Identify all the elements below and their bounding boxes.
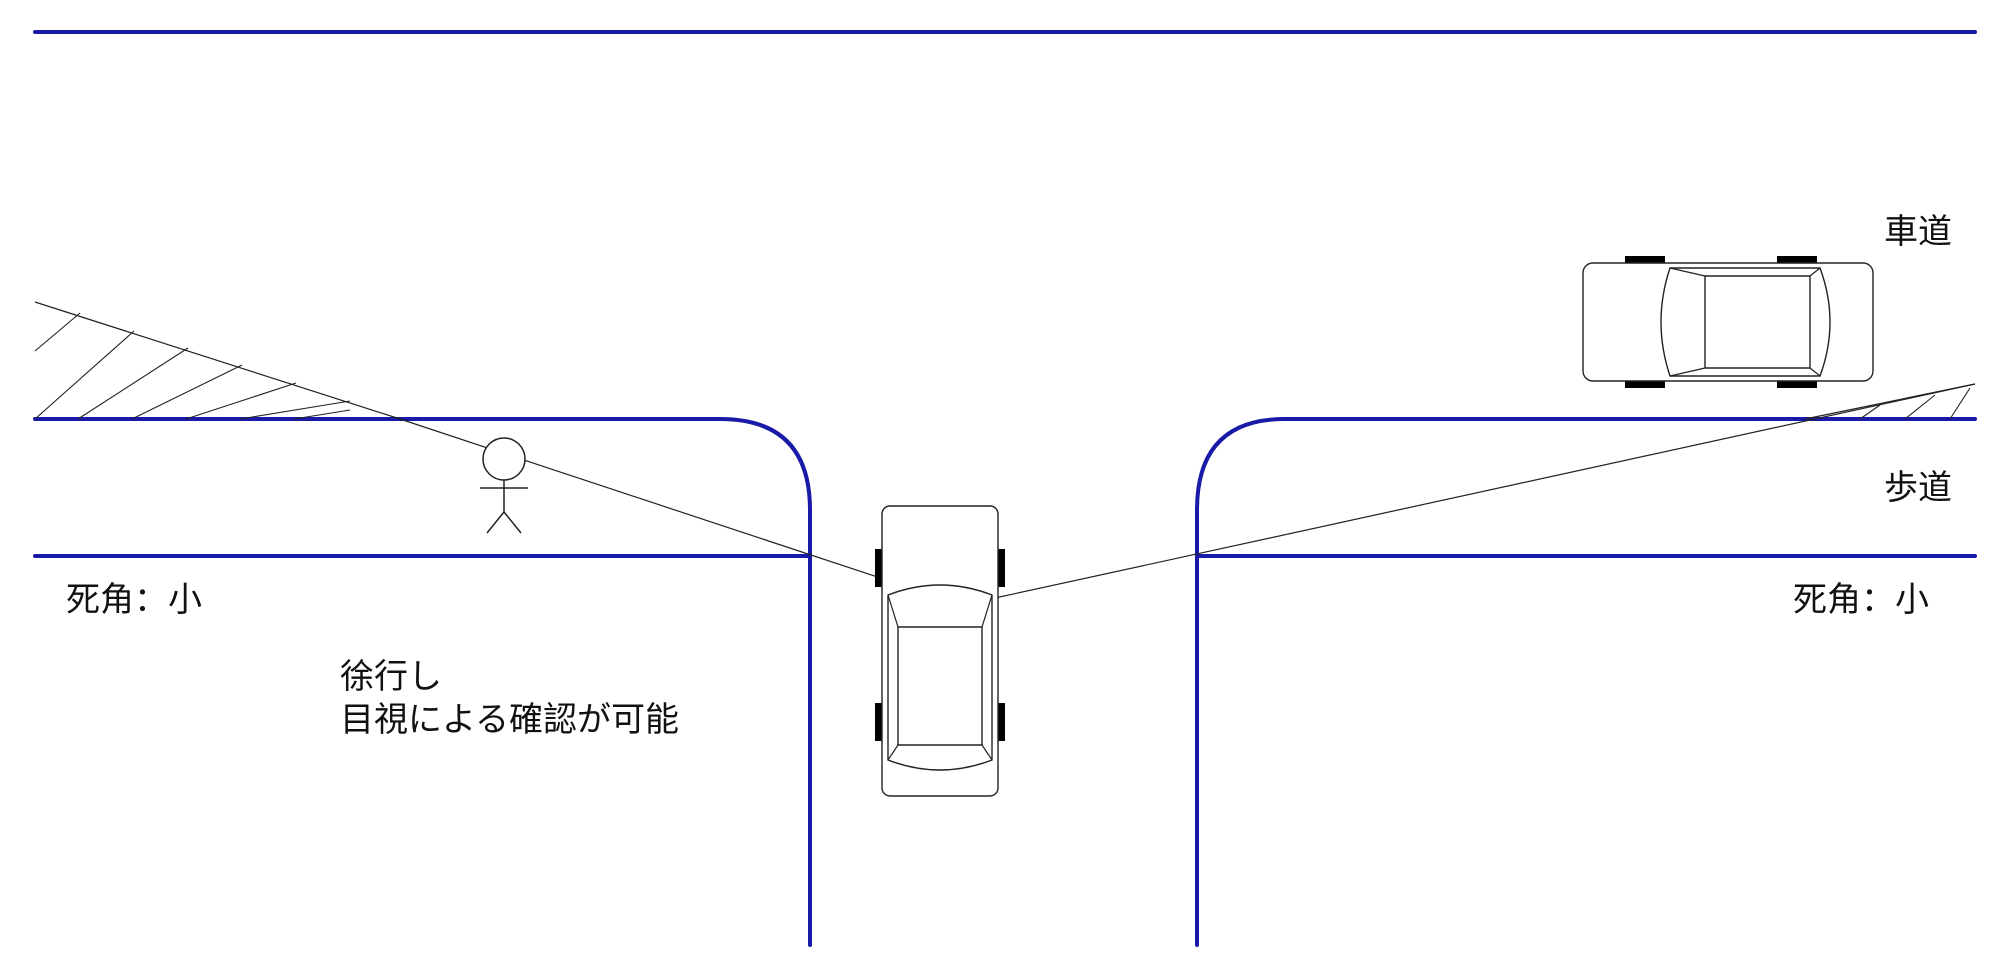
center-car	[875, 505, 1005, 797]
roadway-label: 車道	[1884, 212, 1952, 252]
right-car	[1582, 256, 1874, 388]
right-sight-line	[994, 383, 1976, 599]
left-blind-spot-hatch	[34, 301, 401, 420]
blind-spot-left-label: 死角：小	[66, 580, 202, 620]
left-sidewalk-outer-edge	[33, 417, 812, 947]
pedestrian-figure	[480, 437, 528, 534]
sidewalk-label: 歩道	[1884, 468, 1952, 508]
slow-down-note: 徐行し 目視による確認が可能	[340, 656, 679, 741]
note-line-1: 徐行し	[340, 657, 442, 697]
note-line-2: 目視による確認が可能	[340, 699, 679, 740]
right-sidewalk-outer-edge	[1195, 417, 1977, 947]
blind-spot-right-label: 死角：小	[1793, 580, 1929, 620]
